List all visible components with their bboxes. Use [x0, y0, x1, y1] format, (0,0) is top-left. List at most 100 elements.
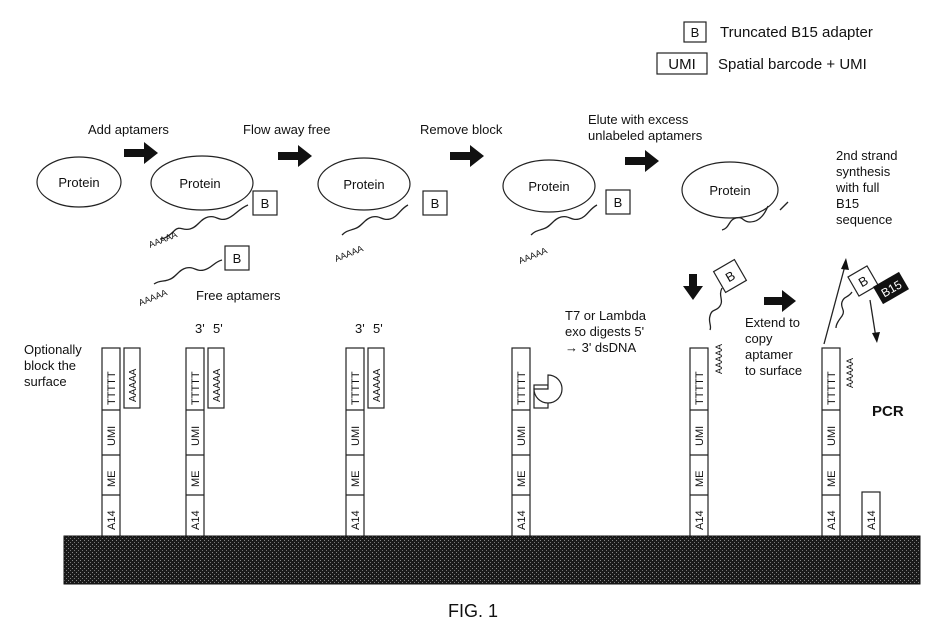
protein-2: Protein — [151, 156, 253, 210]
me-seg-3: ME — [350, 471, 362, 488]
second-strand-down-line — [870, 300, 876, 338]
t7-line-2: exo digests 5' — [565, 324, 644, 339]
adapter-b-3-label: B — [431, 196, 440, 211]
adapter-b-4-label: B — [614, 195, 623, 210]
a14-seg-3: A14 — [350, 510, 362, 530]
extend-line-4: to surface — [745, 363, 802, 378]
protein-5: Protein — [682, 162, 778, 218]
polyt-4: TTTTT — [516, 371, 528, 405]
extend-line-3: aptamer — [745, 347, 793, 362]
second-strand-up-arrowhead — [841, 258, 849, 270]
surface-strand-1: TTTTT UMI ME A14 AAAAA — [102, 348, 140, 538]
second-strand-up-line — [824, 262, 846, 344]
polya-block-3: AAAAA — [372, 368, 383, 402]
umi-seg-4: UMI — [516, 426, 528, 446]
polya-block-1: AAAAA — [128, 368, 139, 402]
figure-caption: FIG. 1 — [448, 601, 498, 621]
polyt-1: TTTTT — [106, 371, 118, 405]
me-seg-5: ME — [694, 471, 706, 488]
strand2-prime5: 5' — [213, 321, 223, 336]
surface-strand-5: TTTTT UMI ME A14 AAAAA — [690, 344, 724, 538]
polyt-6: TTTTT — [826, 371, 838, 405]
second-strand-line-5: sequence — [836, 212, 892, 227]
umi-seg-2: UMI — [190, 426, 202, 446]
free-aptamer: AAAAA B Free aptamers — [137, 246, 281, 308]
optionally-line-1: Optionally — [24, 342, 82, 357]
legend-umi-label: Spatial barcode + UMI — [718, 56, 867, 73]
released-aptamer: B — [709, 260, 746, 330]
umi-seg-6: UMI — [826, 426, 838, 446]
umi-seg-1: UMI — [106, 426, 118, 446]
protein-3-label: Protein — [343, 177, 384, 192]
step-elute-1: Elute with excess — [588, 112, 689, 127]
surface-strand-6: TTTTT UMI ME A14 AAAAA — [822, 348, 855, 538]
polya-4: AAAAA — [517, 245, 549, 266]
me-seg-2: ME — [190, 471, 202, 488]
second-strand-aptamer: B B15 — [824, 258, 909, 344]
step-arrow-2 — [278, 145, 312, 167]
polya-6: AAAAA — [845, 358, 855, 388]
legend-umi-symbol: UMI — [668, 56, 696, 73]
a14-seg-2: A14 — [190, 510, 202, 530]
second-strand-line-4: B15 — [836, 196, 859, 211]
legend-b-symbol: B — [691, 25, 700, 40]
second-strand-line-1: 2nd strand — [836, 148, 897, 163]
a14-free: A14 — [866, 510, 878, 530]
optionally-line-3: surface — [24, 374, 67, 389]
umi-seg-3: UMI — [350, 426, 362, 446]
step-second-strand: 2nd strand synthesis with full B15 seque… — [835, 148, 897, 227]
adapter-b-2-label: B — [261, 196, 270, 211]
polyt-2: TTTTT — [190, 371, 202, 405]
me-seg-6: ME — [826, 471, 838, 488]
polya-2: AAAAA — [147, 229, 179, 250]
polya-block-2: AAAAA — [212, 368, 223, 402]
free-a14-primer: A14 — [862, 492, 880, 536]
polyt-5: TTTTT — [694, 371, 706, 405]
step-remove-block: Remove block — [420, 122, 503, 137]
second-strand-line-2: synthesis — [836, 164, 891, 179]
legend: B Truncated B15 adapter UMI Spatial barc… — [657, 22, 873, 74]
polya-5: AAAAA — [714, 344, 724, 374]
polya-3: AAAAA — [333, 243, 365, 264]
step-flow-away: Flow away free — [243, 122, 330, 137]
strand2-prime3: 3' — [195, 321, 205, 336]
surface-strand-3: TTTTT UMI ME A14 AAAAA — [346, 348, 384, 538]
pcr-label: PCR — [872, 403, 904, 420]
extend-arrow — [764, 290, 796, 312]
down-arrow — [683, 274, 703, 300]
protein-5-label: Protein — [709, 183, 750, 198]
extend-line-1: Extend to — [745, 315, 800, 330]
exonuclease-pacman — [534, 375, 562, 403]
me-seg-1: ME — [106, 471, 118, 488]
polyt-3: TTTTT — [350, 371, 362, 405]
a14-seg-4: A14 — [516, 510, 528, 530]
t7-line-3: → 3' dsDNA — [565, 340, 636, 355]
step-arrow-3 — [450, 145, 484, 167]
a14-seg-1: A14 — [106, 510, 118, 530]
strand3-prime5: 5' — [373, 321, 383, 336]
protein-1: Protein — [37, 157, 121, 207]
protein-2-label: Protein — [179, 176, 220, 191]
second-strand-down-arrowhead — [872, 332, 880, 343]
protein-3: Protein — [318, 158, 410, 210]
umi-seg-5: UMI — [694, 426, 706, 446]
legend-b-label: Truncated B15 adapter — [720, 24, 873, 41]
strand3-prime3: 3' — [355, 321, 365, 336]
protein-1-label: Protein — [58, 175, 99, 190]
optionally-line-2: block the — [24, 358, 76, 373]
free-aptamers-label: Free aptamers — [196, 288, 281, 303]
second-strand-line-3: with full — [835, 180, 879, 195]
surface-strand-2: TTTTT UMI ME A14 AAAAA — [186, 348, 224, 538]
polya-free: AAAAA — [137, 287, 169, 308]
surface — [64, 536, 920, 584]
step-add-aptamers: Add aptamers — [88, 122, 169, 137]
a14-seg-6: A14 — [826, 510, 838, 530]
step-arrow-4 — [625, 150, 659, 172]
a14-seg-5: A14 — [694, 510, 706, 530]
surface-strand-4: TTTTT UMI ME A14 — [512, 348, 562, 538]
protein-4: Protein — [503, 160, 595, 212]
extend-line-2: copy — [745, 331, 773, 346]
step-elute-2: unlabeled aptamers — [588, 128, 703, 143]
t7-line-1: T7 or Lambda — [565, 308, 647, 323]
